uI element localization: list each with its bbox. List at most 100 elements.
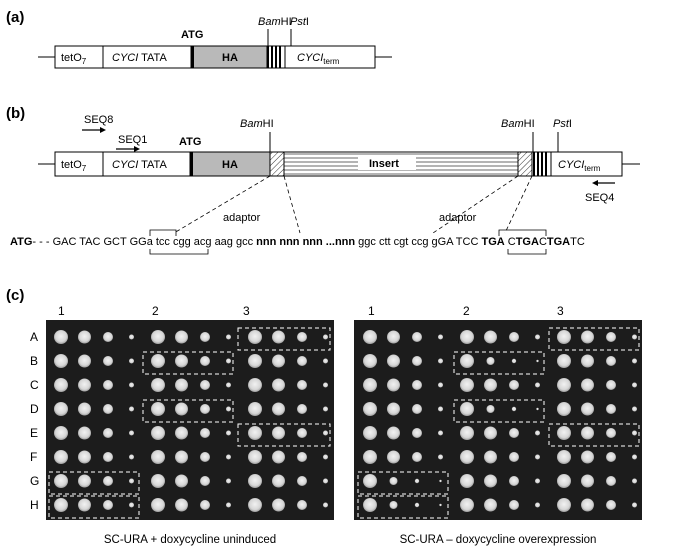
colony-spot xyxy=(581,354,594,368)
colony-spot xyxy=(606,500,616,510)
colony-spot xyxy=(226,358,231,364)
row-label-g: G xyxy=(30,474,39,488)
right-colonies xyxy=(363,330,637,512)
colony-spot xyxy=(272,474,285,488)
seq-part: tcc cgg acg aag gcc xyxy=(153,236,256,248)
colony-spot xyxy=(632,358,637,364)
colony-spot xyxy=(557,450,571,464)
colony-spot xyxy=(200,428,210,438)
colony-spot xyxy=(200,380,210,390)
primer-seq4-label: SEQ4 xyxy=(585,192,614,204)
colony-spot xyxy=(606,476,616,486)
adaptor-left-label: adaptor xyxy=(223,212,261,224)
colony-spot xyxy=(632,382,637,388)
colony-spot xyxy=(175,330,188,344)
colony-spot xyxy=(535,502,540,508)
colony-spot xyxy=(129,382,134,388)
colony-spot xyxy=(226,478,231,484)
colony-spot xyxy=(387,426,400,440)
colony-spot xyxy=(248,450,262,464)
colony-spot xyxy=(632,334,637,340)
colony-spot xyxy=(78,402,91,416)
colony-spot xyxy=(363,354,377,368)
colony-spot xyxy=(54,354,68,368)
bracket-right-bottom xyxy=(507,249,547,255)
colony-spot xyxy=(363,474,377,488)
colony-spot xyxy=(54,402,68,416)
right-plate xyxy=(354,320,642,520)
colony-spot xyxy=(438,406,443,412)
colony-spot xyxy=(460,498,474,512)
colony-spot xyxy=(272,498,285,512)
bamhi-site-b-left: BamHI xyxy=(240,118,274,130)
highlight-3a-right xyxy=(548,327,640,351)
colony-spot xyxy=(297,380,307,390)
seq-part: - - - GAC TAC GCT xyxy=(32,236,129,248)
colony-spot xyxy=(387,354,400,368)
colony-spot xyxy=(103,380,113,390)
colony-spot xyxy=(557,330,571,344)
panel-b-label: (b) xyxy=(6,105,25,122)
right-plate-caption: SC-URA – doxycycline overexpression xyxy=(400,534,597,546)
colony-spot xyxy=(175,378,188,392)
colony-spot xyxy=(460,402,474,416)
colony-spot xyxy=(632,478,637,484)
colony-spot xyxy=(363,426,377,440)
colony-spot xyxy=(535,430,540,436)
colony-spot xyxy=(103,356,113,366)
colony-spot xyxy=(439,503,442,507)
colony-spot xyxy=(297,452,307,462)
colony-spot xyxy=(387,450,400,464)
panel-b: (b) SEQ8 SEQ1 tetO7 CYCI TATA ATG HA Ins xyxy=(6,105,640,255)
atg-label-b: ATG xyxy=(179,136,201,148)
colony-spot xyxy=(438,430,443,436)
colony-spot xyxy=(248,474,262,488)
colony-spot xyxy=(175,402,188,416)
panel-c-label: (c) xyxy=(6,287,24,304)
highlight-1g-left xyxy=(48,471,140,495)
colony-spot xyxy=(387,330,400,344)
colony-spot xyxy=(248,426,262,440)
colony-spot xyxy=(460,474,474,488)
colony-spot xyxy=(363,450,377,464)
colony-spot xyxy=(412,428,422,438)
colony-spot xyxy=(535,454,540,460)
colony-spot xyxy=(557,474,571,488)
colony-spot xyxy=(412,380,422,390)
colony-spot xyxy=(460,354,474,368)
colony-spot xyxy=(129,430,134,436)
colony-spot xyxy=(200,452,210,462)
colony-spot xyxy=(323,478,328,484)
colony-spot xyxy=(484,474,497,488)
colony-spot xyxy=(484,378,497,392)
colony-spot xyxy=(297,356,307,366)
ha-label-a: HA xyxy=(222,52,238,64)
bamhi-site-b-right: BamHI xyxy=(501,118,535,130)
colony-spot xyxy=(484,450,497,464)
seq-part: C xyxy=(539,236,547,248)
colony-spot xyxy=(323,502,328,508)
highlight-1h-left xyxy=(48,495,140,519)
colony-spot xyxy=(54,498,68,512)
colony-spot xyxy=(200,404,210,414)
colony-spot xyxy=(129,406,134,412)
colony-spot xyxy=(632,430,637,436)
colony-spot xyxy=(363,378,377,392)
seq-part: nnn nnn nnn ...nnn xyxy=(256,236,355,248)
colony-spot xyxy=(323,454,328,460)
panel-a-label: (a) xyxy=(6,9,24,26)
colony-spot xyxy=(484,426,497,440)
colony-spot xyxy=(54,330,68,344)
right-group-3: 3 xyxy=(557,304,564,318)
colony-spot xyxy=(272,450,285,464)
colony-spot xyxy=(175,354,188,368)
colony-spot xyxy=(78,426,91,440)
colony-spot xyxy=(438,358,443,364)
colony-spot xyxy=(78,354,91,368)
colony-spot xyxy=(438,334,443,340)
colony-spot xyxy=(486,405,495,413)
colony-spot xyxy=(484,330,497,344)
colony-spot xyxy=(248,378,262,392)
colony-spot xyxy=(200,332,210,342)
cyc-tata-label-b: CYCI TATA xyxy=(112,159,167,171)
